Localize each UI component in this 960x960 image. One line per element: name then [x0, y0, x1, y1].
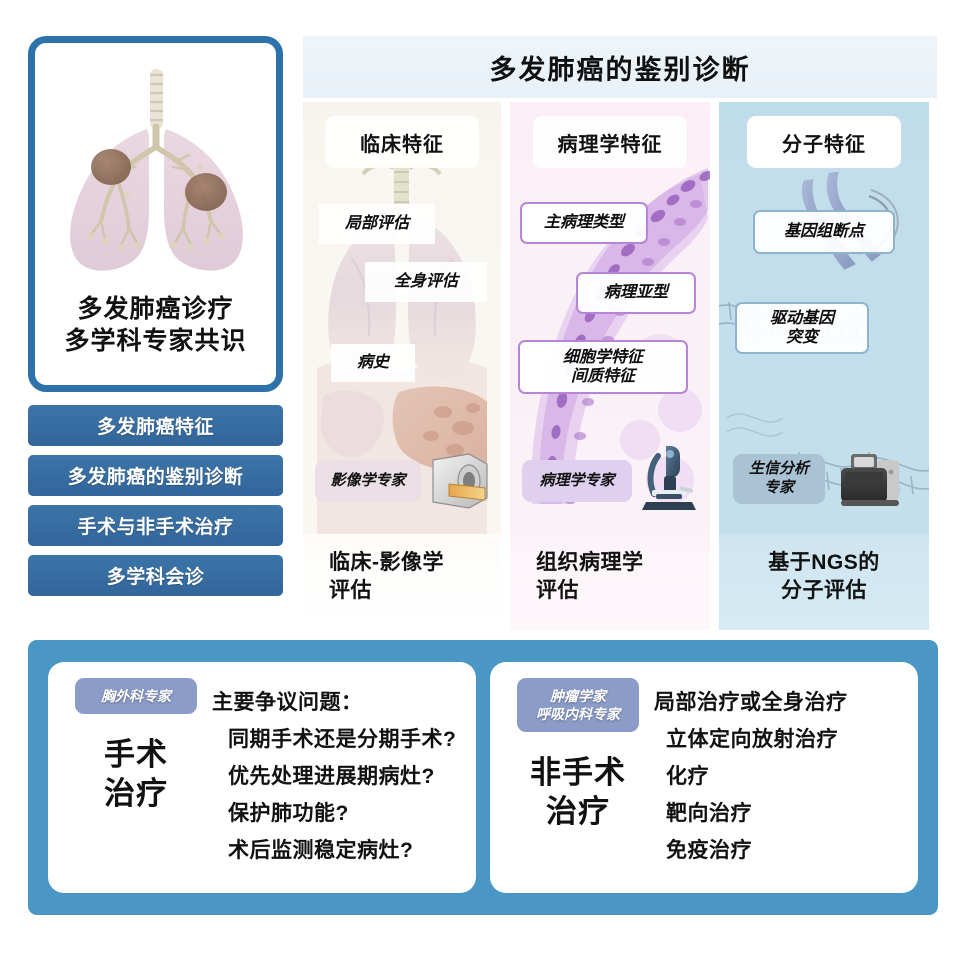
surgical-title-line1: 手术 [104, 737, 168, 773]
badge-thoracic-surgery-expert[interactable]: 胸外科专家 [75, 678, 197, 715]
nonsurgical-title: 非手术 治疗 [530, 754, 626, 832]
nonsurgical-title-line2: 治疗 [546, 794, 610, 830]
column-footer-line1: 组织病理学 [536, 551, 644, 575]
column-footer-line2: 分子评估 [781, 578, 867, 602]
chip-main-pathology-type[interactable]: 主病理类型 [520, 202, 648, 244]
sidebar-item-label: 多学科会诊 [106, 567, 205, 588]
page-title-bar: 多发肺癌的鉴别诊断 [303, 36, 937, 98]
column-header-pathology: 病理学特征 [533, 116, 687, 168]
chip-medical-history[interactable]: 病史 [331, 344, 415, 382]
feature-columns: 临床特征 局部评估 全身评估 病史 影像学专家 [303, 102, 937, 630]
sidebar-item-features[interactable]: 多发肺癌特征 [28, 405, 283, 446]
surgical-title-line2: 治疗 [104, 775, 168, 811]
badge-line2: 呼吸内科专家 [536, 706, 620, 723]
page-title: 多发肺癌的鉴别诊断 [489, 54, 751, 85]
nonsurgical-option: 免疫治疗 [666, 839, 752, 862]
treatment-panel: 胸外科专家 手术 治疗 主要争议问题： 同期手术还是分期手术? 优先处理进展期病… [28, 640, 938, 915]
badge-pathology-expert[interactable]: 病理学专家 [522, 460, 632, 502]
molecular-chip-group: 基因组断点 驱动基因 突变 [719, 168, 929, 630]
surgical-question: 术后监测稳定病灶? [228, 839, 414, 862]
sidebar-item-treatment[interactable]: 手术与非手术治疗 [28, 505, 283, 546]
badge-line1: 肿瘤学家 [550, 688, 606, 704]
lungs-with-tumors-illustration [43, 55, 269, 287]
badge-bioinformatics-expert[interactable]: 生信分析 专家 [733, 454, 825, 504]
chip-genomic-breakpoint[interactable]: 基因组断点 [753, 210, 895, 254]
hero-caption-line2: 多学科专家共识 [64, 327, 247, 355]
nonsurgical-title-line1: 非手术 [530, 755, 626, 791]
surgical-question: 同期手术还是分期手术? [228, 728, 457, 751]
chip-driver-gene-mutation[interactable]: 驱动基因 突变 [735, 302, 869, 354]
sidebar: 多发肺癌诊疗 多学科专家共识 多发肺癌特征 多发肺癌的鉴别诊断 手术与非手术治疗… [28, 36, 283, 605]
hero-caption-line1: 多发肺癌诊疗 [77, 295, 234, 323]
nonsurgical-option: 靶向治疗 [666, 802, 752, 825]
chip-cytology-stroma-features[interactable]: 细胞学特征 间质特征 [518, 340, 688, 394]
surgical-question: 保护肺功能? [228, 802, 349, 825]
pathology-chip-group: 主病理类型 病理亚型 细胞学特征 间质特征 [510, 168, 710, 630]
clinical-chip-group: 局部评估 全身评估 病史 [303, 168, 501, 630]
microscope-icon [636, 442, 702, 519]
column-footer-line1: 基于NGS的 [768, 551, 880, 575]
column-molecular-features: 分子特征 基因组断点 驱动基因 突变 生信分析 专家 [719, 102, 929, 630]
hero-consensus-card: 多发肺癌诊疗 多学科专家共识 [28, 36, 283, 392]
sidebar-item-mdt[interactable]: 多学科会诊 [28, 555, 283, 596]
column-footer-pathology: 组织病理学 评估 [510, 549, 710, 604]
sidebar-item-label: 多发肺癌特征 [96, 417, 214, 438]
column-header-label: 分子特征 [782, 133, 866, 156]
column-footer-clinical: 临床-影像学 评估 [303, 549, 501, 604]
column-pathology-features: 病理学特征 主病理类型 病理亚型 细胞学特征 间质特征 病理学专家 [510, 102, 710, 630]
column-footer-line1: 临床-影像学 [329, 551, 444, 575]
nonsurgical-treatment-card: 肿瘤学家 呼吸内科专家 非手术 治疗 局部治疗或全身治疗 立体定向放射治疗 化疗… [490, 662, 918, 893]
column-footer-line2: 评估 [536, 578, 579, 602]
nonsurgical-option: 立体定向放射治疗 [666, 728, 838, 751]
nonsurgical-option: 化疗 [666, 765, 709, 788]
hero-caption: 多发肺癌诊疗 多学科专家共识 [64, 293, 246, 357]
column-header-label: 临床特征 [360, 133, 444, 156]
sidebar-item-differential-diagnosis[interactable]: 多发肺癌的鉴别诊断 [28, 455, 283, 496]
sidebar-item-label: 多发肺癌的鉴别诊断 [67, 467, 244, 488]
column-clinical-features: 临床特征 局部评估 全身评估 病史 影像学专家 [303, 102, 501, 630]
surgical-question: 优先处理进展期病灶? [228, 765, 435, 788]
column-footer-line2: 评估 [329, 578, 372, 602]
column-header-molecular: 分子特征 [747, 116, 901, 168]
column-footer-molecular: 基于NGS的 分子评估 [719, 549, 929, 604]
chip-local-assessment[interactable]: 局部评估 [319, 204, 435, 244]
chip-pathology-subtype[interactable]: 病理亚型 [576, 272, 696, 314]
ngs-sequencer-icon [835, 450, 907, 517]
nonsurgical-heading: 局部治疗或全身治疗 [654, 691, 848, 714]
surgical-heading: 主要争议问题： [212, 691, 363, 714]
surgical-left: 胸外科专家 手术 治疗 [66, 678, 206, 877]
surgical-treatment-card: 胸外科专家 手术 治疗 主要争议问题： 同期手术还是分期手术? 优先处理进展期病… [48, 662, 476, 893]
ct-scanner-icon [423, 452, 495, 519]
nonsurgical-right: 局部治疗或全身治疗 立体定向放射治疗 化疗 靶向治疗 免疫治疗 [648, 678, 900, 877]
column-header-clinical: 临床特征 [325, 116, 479, 168]
badge-oncologist-pulmonologist[interactable]: 肿瘤学家 呼吸内科专家 [517, 678, 639, 733]
sidebar-item-label: 手术与非手术治疗 [77, 517, 234, 538]
sidebar-nav-list: 多发肺癌特征 多发肺癌的鉴别诊断 手术与非手术治疗 多学科会诊 [28, 405, 283, 596]
nonsurgical-left: 肿瘤学家 呼吸内科专家 非手术 治疗 [508, 678, 648, 877]
surgical-right: 主要争议问题： 同期手术还是分期手术? 优先处理进展期病灶? 保护肺功能? 术后… [206, 678, 458, 877]
surgical-title: 手术 治疗 [104, 736, 168, 814]
column-header-label: 病理学特征 [557, 133, 663, 156]
badge-radiology-expert[interactable]: 影像学专家 [315, 460, 421, 502]
chip-systemic-assessment[interactable]: 全身评估 [365, 262, 487, 302]
